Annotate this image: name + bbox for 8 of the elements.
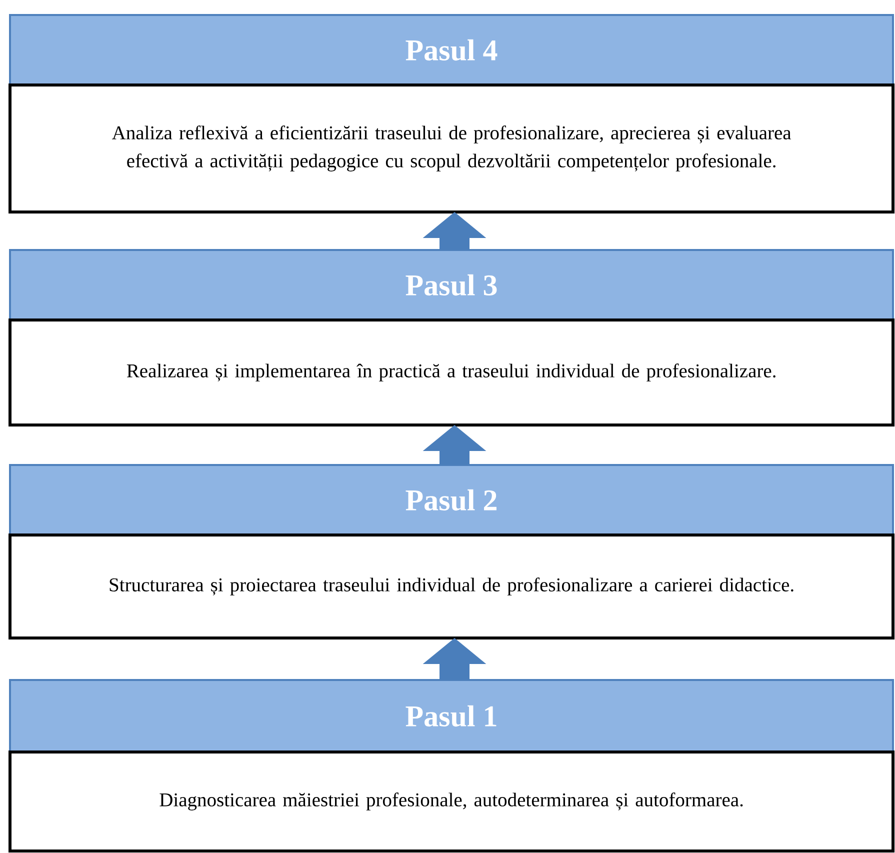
step-description-box: Diagnosticarea măiestriei profesionale, autodeterminarea și autoformarea.: [8, 750, 894, 852]
step-heading-band: Pasul 2: [9, 464, 894, 536]
step-heading-band: Pasul 3: [9, 248, 894, 321]
step-description-box: Analiza reflexivă a eficientizării traseului de profesionalizare, aprecierea și evaluarea efectivă a activității pedagogice cu scopul dezvoltării competențelor profesionale.: [8, 83, 894, 214]
step-description-box: Realizarea și implementarea în practică a traseului individual de profesionalizare.: [8, 318, 894, 426]
step-heading-band: Pasul 1: [9, 678, 894, 753]
step-heading-band: Pasul 4: [9, 14, 894, 86]
step-description-box: Structurarea și proiectarea traseului individual de profesionalizare a carierei didactice.: [8, 533, 894, 640]
